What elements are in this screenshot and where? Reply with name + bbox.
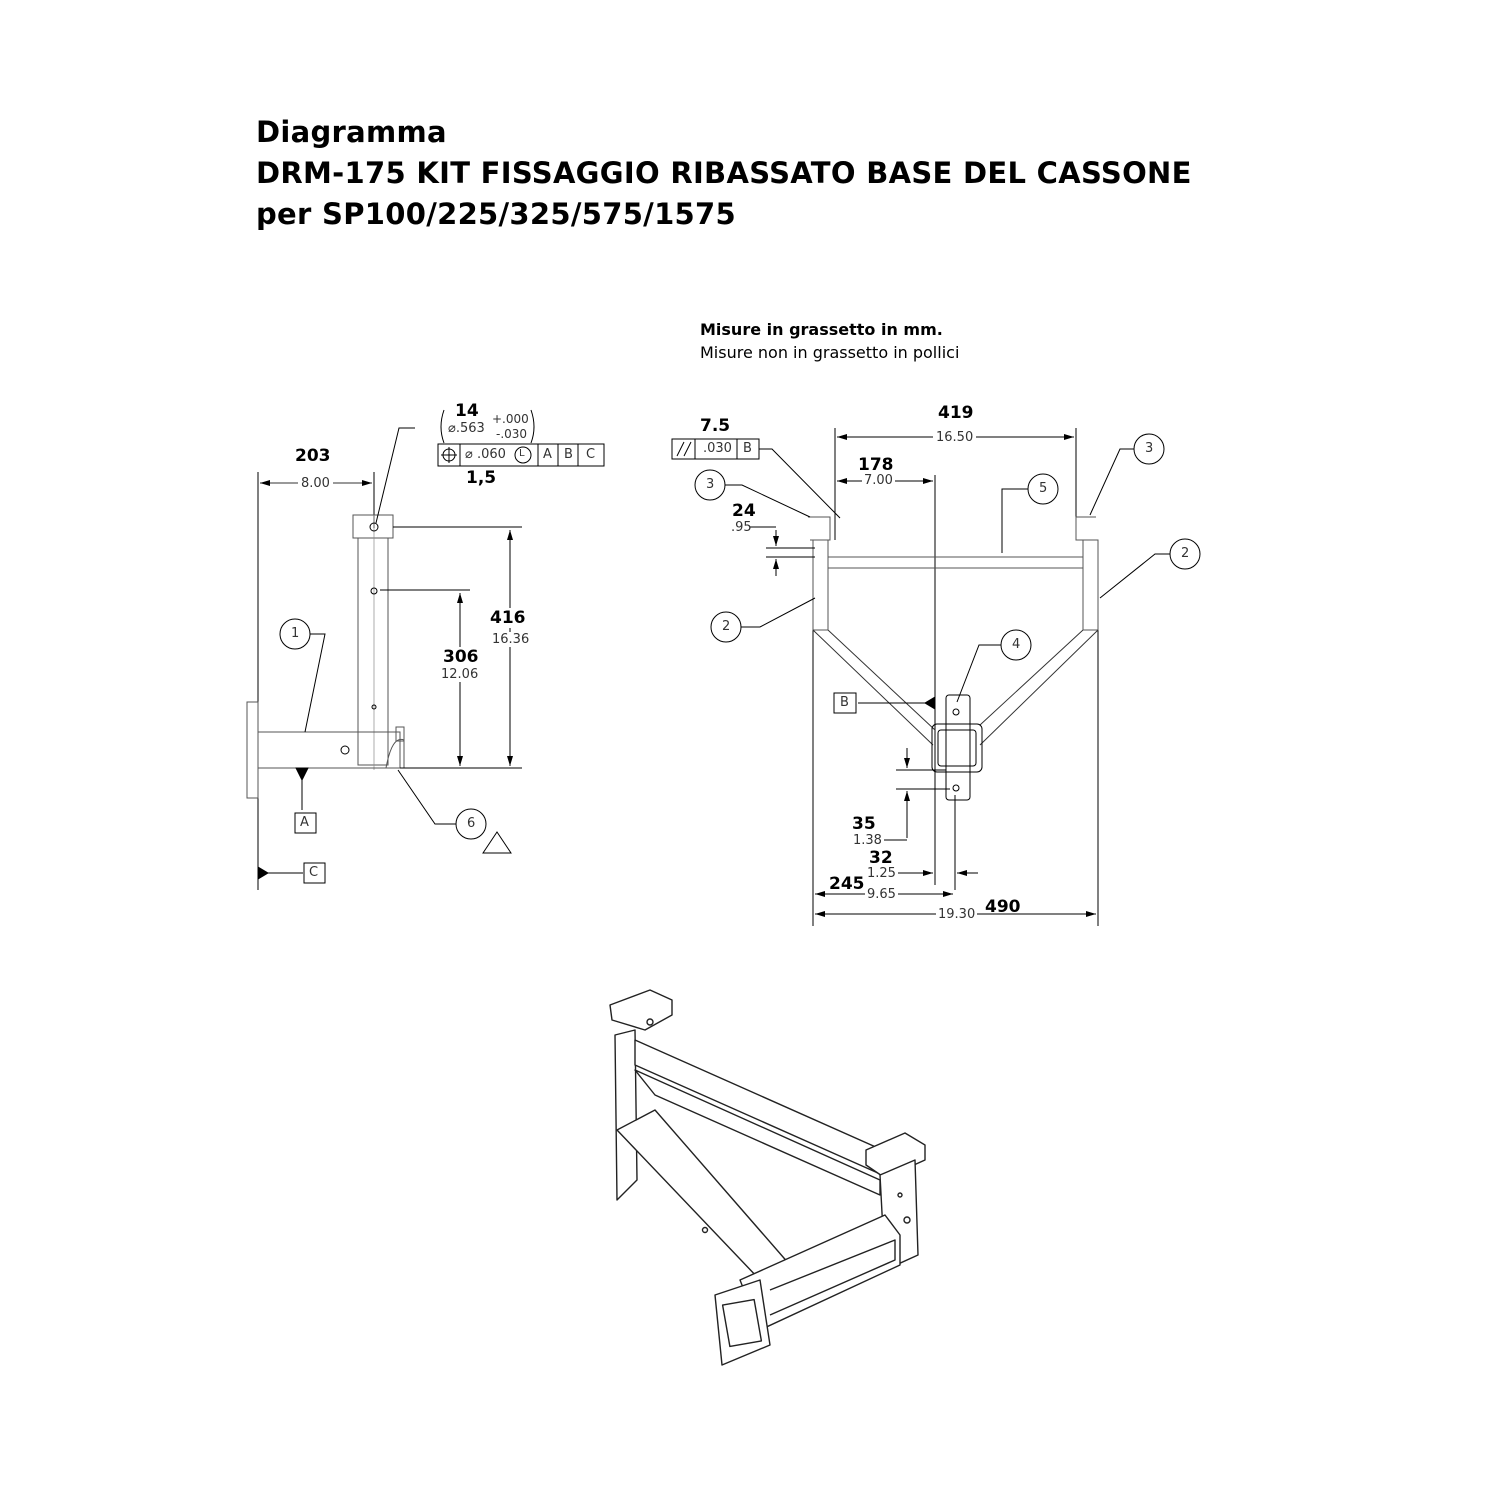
parallelism-datum: B <box>743 441 752 456</box>
dim-178-in: 7.00 <box>862 473 895 488</box>
balloon-3-left: 3 <box>706 477 715 492</box>
balloon-3-right: 3 <box>1145 441 1154 456</box>
dim-416-in: 16.36 <box>492 632 530 647</box>
balloons <box>279 433 1201 884</box>
hole-diameter: ⌀.563 <box>448 421 485 436</box>
isometric-view <box>609 989 926 1366</box>
datum-a: A <box>300 815 309 830</box>
dim-178-mm: 178 <box>858 455 894 475</box>
fcf-datum-b: B <box>564 447 573 462</box>
balloon-2-left: 2 <box>722 619 731 634</box>
dim-490-mm: 490 <box>985 897 1021 917</box>
dim-245-mm: 245 <box>829 874 865 894</box>
dim-419-in: 16.50 <box>933 430 977 445</box>
hole-tol-plus: +.000 <box>492 412 529 426</box>
dim-203-in: 8.00 <box>298 476 333 491</box>
side-view <box>246 409 605 890</box>
dim-416-mm: 416 <box>490 608 526 628</box>
dim-24-in: .95 <box>731 520 752 535</box>
datum-b: B <box>840 695 849 710</box>
dim-35-in: 1.38 <box>853 833 882 848</box>
dim-203-mm: 203 <box>295 446 331 466</box>
balloon-5: 5 <box>1039 481 1048 496</box>
balloon-4: 4 <box>1012 637 1021 652</box>
units-note-mm: Misure in grassetto in mm. <box>700 320 943 339</box>
parallelism-mm: 7.5 <box>700 416 731 436</box>
title-line-1: Diagramma <box>256 115 447 149</box>
balloon-1: 1 <box>291 626 300 641</box>
fcf-tolerance: ⌀ .060 <box>465 447 506 462</box>
hole-tol-minus: -.030 <box>496 427 528 441</box>
balloon-2-right: 2 <box>1181 546 1190 561</box>
title-line-2: DRM-175 KIT FISSAGGIO RIBASSATO BASE DEL… <box>256 156 1192 190</box>
fcf-datum-a: A <box>543 447 552 462</box>
balloon-6: 6 <box>467 816 476 831</box>
dim-32-in: 1.25 <box>867 866 896 881</box>
drawing-title: Diagramma DRM-175 KIT FISSAGGIO RIBASSAT… <box>256 112 1192 235</box>
dim-24-mm: 24 <box>732 501 756 521</box>
title-line-3: per SP100/225/325/575/1575 <box>256 197 736 231</box>
dim-306-mm: 306 <box>443 647 479 667</box>
parallelism-tol: .030 <box>703 441 732 456</box>
fcf-datum-c: C <box>586 447 596 462</box>
dim-306-in: 12.06 <box>441 667 479 682</box>
dim-419-mm: 419 <box>938 403 974 423</box>
datum-c: C <box>309 865 319 880</box>
units-note: Misure in grassetto in mm. Misure non in… <box>700 318 959 364</box>
dim-35-mm: 35 <box>852 814 876 834</box>
units-note-inch: Misure non in grassetto in pollici <box>700 343 960 362</box>
hole-size-mm: 14 <box>455 401 479 421</box>
dim-32-mm: 32 <box>869 848 893 868</box>
fcf-mm: 1,5 <box>466 468 497 488</box>
fcf-modifier: L <box>519 448 525 459</box>
dim-490-in: 19.30 <box>936 907 978 922</box>
dim-245-in: 9.65 <box>865 887 898 902</box>
